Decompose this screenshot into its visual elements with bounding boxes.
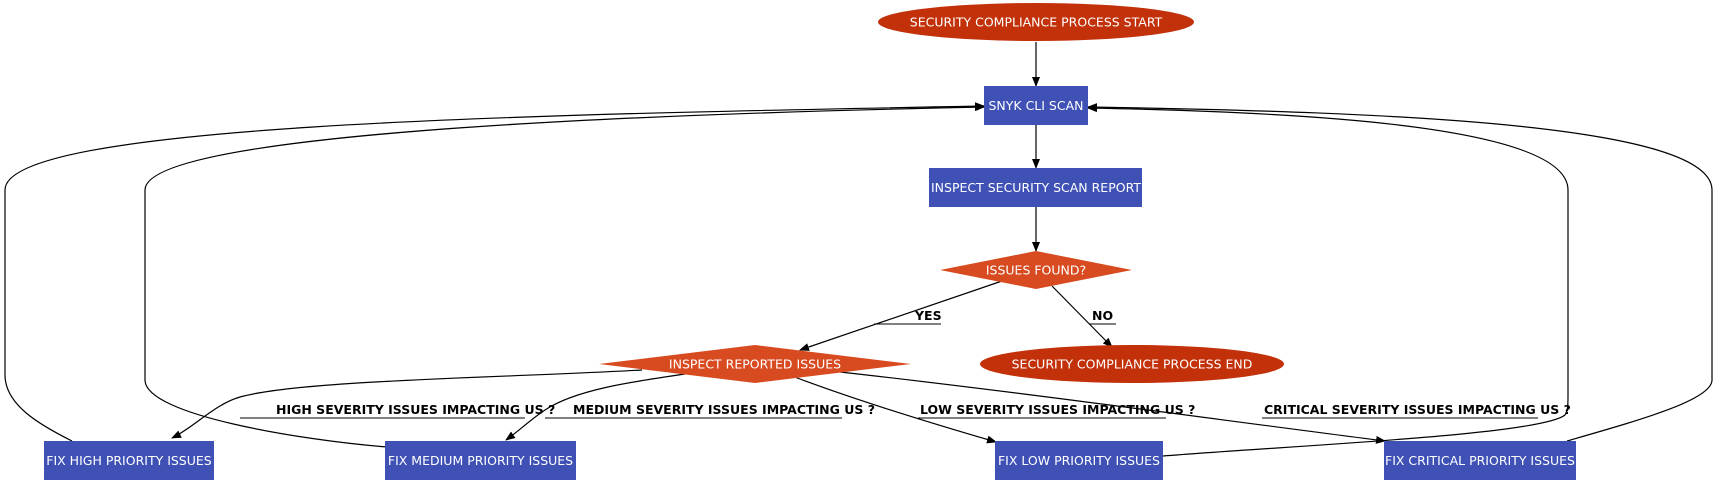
edge-fix-low-to-scan: [1087, 104, 1569, 457]
node-inspect-reported-issues-decision[interactable]: INSPECT REPORTED ISSUES: [599, 345, 911, 383]
node-label-inspect-issues: INSPECT REPORTED ISSUES: [669, 357, 841, 372]
node-process-end[interactable]: SECURITY COMPLIANCE PROCESS END: [980, 345, 1284, 383]
node-process-start[interactable]: SECURITY COMPLIANCE PROCESS START: [878, 3, 1194, 41]
edge-fix-high-to-scan: [4, 102, 985, 442]
node-label-fix-low: FIX LOW PRIORITY ISSUES: [998, 453, 1160, 468]
node-label-fix-high: FIX HIGH PRIORITY ISSUES: [46, 453, 212, 468]
node-label-end: SECURITY COMPLIANCE PROCESS END: [1012, 357, 1253, 372]
edge-yes: [799, 280, 1003, 351]
node-fix-medium-priority-issues[interactable]: FIX MEDIUM PRIORITY ISSUES: [385, 441, 576, 480]
edge-label-low: LOW SEVERITY ISSUES IMPACTING US ?: [920, 402, 1195, 417]
node-fix-critical-priority-issues[interactable]: FIX CRITICAL PRIORITY ISSUES: [1384, 441, 1576, 480]
node-inspect-security-scan-report[interactable]: INSPECT SECURITY SCAN REPORT: [929, 168, 1142, 207]
edge-label-yes: YES: [914, 308, 942, 323]
edge-low: [791, 375, 997, 444]
node-issues-found-decision[interactable]: ISSUES FOUND?: [940, 251, 1132, 289]
edge-fix-medium-to-scan: [144, 103, 985, 448]
node-label-start: SECURITY COMPLIANCE PROCESS START: [910, 15, 1163, 30]
edge-fix-critical-to-scan: [1087, 103, 1713, 442]
nodes: SECURITY COMPLIANCE PROCESS START SNYK C…: [44, 3, 1576, 480]
edge-label-high: HIGH SEVERITY ISSUES IMPACTING US ?: [276, 402, 555, 417]
node-label-scan: SNYK CLI SCAN: [988, 98, 1083, 113]
edge-labels: YES NO HIGH SEVERITY ISSUES IMPACTING US…: [240, 308, 1571, 419]
edge-label-critical: CRITICAL SEVERITY ISSUES IMPACTING US ?: [1264, 402, 1571, 417]
edge-label-no: NO: [1092, 308, 1113, 323]
node-label-fix-medium: FIX MEDIUM PRIORITY ISSUES: [388, 453, 573, 468]
edge-high: [171, 369, 643, 439]
node-label-inspect-report: INSPECT SECURITY SCAN REPORT: [931, 180, 1141, 195]
node-label-fix-critical: FIX CRITICAL PRIORITY ISSUES: [1385, 453, 1575, 468]
edge-medium: [505, 373, 686, 441]
edge-label-medium: MEDIUM SEVERITY ISSUES IMPACTING US ?: [573, 402, 875, 417]
node-label-issues-found: ISSUES FOUND?: [986, 263, 1086, 278]
edge-critical: [839, 371, 1386, 444]
node-fix-high-priority-issues[interactable]: FIX HIGH PRIORITY ISSUES: [44, 441, 214, 480]
node-snyk-cli-scan[interactable]: SNYK CLI SCAN: [984, 86, 1088, 125]
edge-no: [1051, 285, 1113, 348]
edges: [4, 42, 1713, 457]
node-fix-low-priority-issues[interactable]: FIX LOW PRIORITY ISSUES: [995, 441, 1163, 480]
